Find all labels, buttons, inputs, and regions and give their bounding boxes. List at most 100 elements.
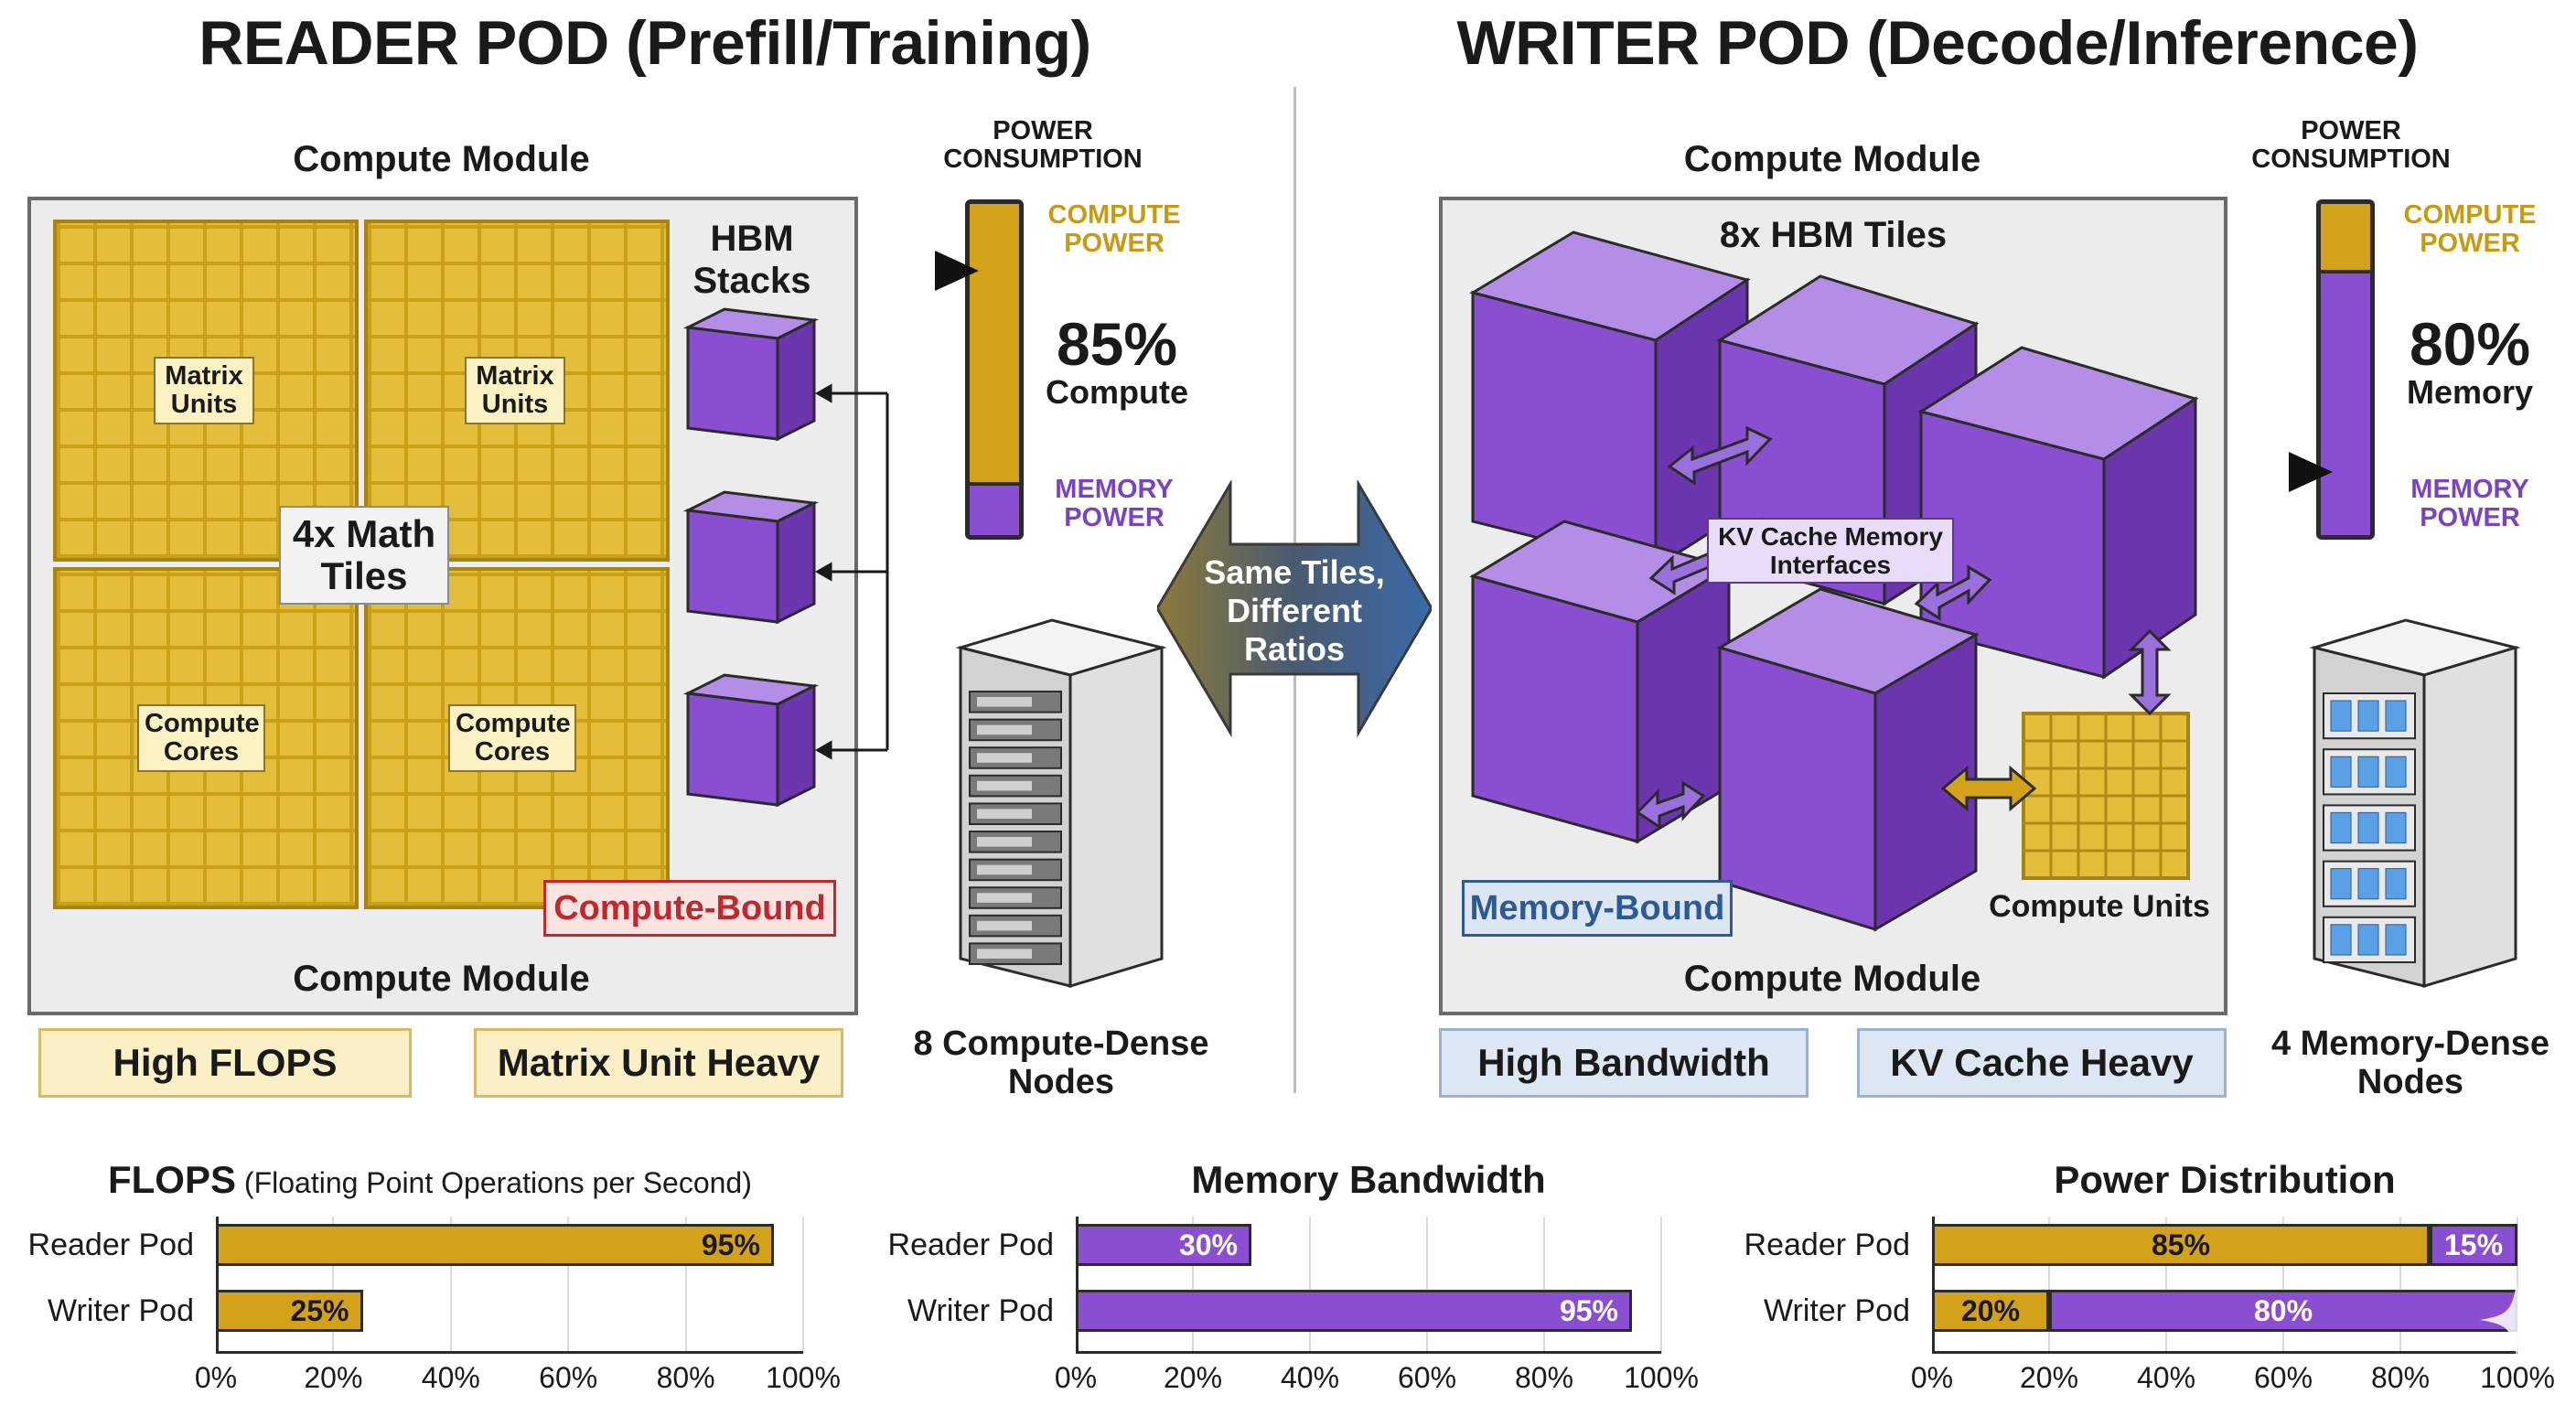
memory-dense-rack-icon <box>2309 618 2521 989</box>
chart-gridline <box>2282 1217 2284 1354</box>
chart-category-label: Reader Pod <box>27 1228 194 1262</box>
reader-power-percent: 85% <box>1056 310 1178 378</box>
chart-data-label: 15% <box>2443 1228 2504 1261</box>
chart-gridline <box>1309 1217 1311 1354</box>
chart-bar: 85% <box>1932 1224 2430 1266</box>
chart-axes <box>1932 1217 2517 1354</box>
writer-module-label-top: Compute Module <box>1683 139 1981 179</box>
chart-tick-label: 40% <box>2136 1361 2196 1394</box>
chart-gridline <box>1426 1217 1428 1354</box>
chart-tick-label: 0% <box>194 1361 238 1394</box>
memory-module <box>2330 924 2352 956</box>
chart-category-label: Writer Pod <box>1764 1293 1910 1328</box>
reader-pod-title: READER POD (Prefill/Training) <box>199 8 1091 78</box>
compute-units-tile <box>2022 712 2190 880</box>
hbm-stacks-graphic <box>682 307 889 808</box>
memory-module <box>2385 868 2407 900</box>
chart-gridline <box>2048 1217 2050 1354</box>
chart-tick-label: 60% <box>2253 1361 2313 1394</box>
rack-unit-light <box>977 837 1032 847</box>
chart-tick-label: 60% <box>539 1361 598 1394</box>
reader-compute-power-fill <box>970 204 1019 486</box>
chart-tick-label: 100% <box>766 1361 841 1394</box>
high-bandwidth-tag: High Bandwidth <box>1439 1028 1809 1098</box>
writer-memory-power-fill <box>2321 270 2370 535</box>
chart-gridline <box>2399 1217 2401 1354</box>
writer-power-percent-label: Memory <box>2406 373 2534 411</box>
chart-tick-label: 100% <box>1624 1361 1699 1394</box>
chart-gridline <box>332 1217 335 1354</box>
hbm-stacks-label: HBM Stacks <box>692 219 811 301</box>
memory-module <box>2357 868 2379 900</box>
writer-pod-title: WRITER POD (Decode/Inference) <box>1456 8 2420 78</box>
writer-nodes-caption: 4 Memory-Dense Nodes <box>2270 1024 2550 1101</box>
writer-compute-power-label: COMPUTE POWER <box>2403 200 2537 258</box>
writer-power-percent: 80% <box>2409 310 2531 378</box>
chart-tick-label: 0% <box>1910 1361 1954 1394</box>
memory-module <box>2330 868 2352 900</box>
kv-link-arrow-3 <box>1914 564 1992 621</box>
high-flops-tag: High FLOPS <box>38 1028 412 1098</box>
compute-cores-label-2: Compute Cores <box>448 704 576 772</box>
double-arrow-icon <box>1157 480 1432 738</box>
hbm-tiles-label: 8x HBM Tiles <box>1719 215 1948 255</box>
chart-data-label: 80% <box>2253 1293 2313 1327</box>
chart-tick-label: 20% <box>2019 1361 2079 1394</box>
hbm-stack-1 <box>682 307 820 442</box>
memory-module <box>2330 811 2352 844</box>
hbm-tile-3 <box>1917 346 2199 680</box>
chart-category-label: Writer Pod <box>907 1293 1054 1328</box>
reader-module-label-top: Compute Module <box>293 139 590 179</box>
hbm-tile-1 <box>1469 231 1751 570</box>
chart-tick-label: 40% <box>421 1361 480 1394</box>
reader-power-header: POWER CONSUMPTION <box>943 116 1143 174</box>
chart-tick-label: 40% <box>1280 1361 1340 1394</box>
chart-gridline <box>2517 1217 2518 1354</box>
chart-gridline <box>567 1217 570 1354</box>
compute-dense-rack-icon <box>955 618 1167 989</box>
chart-category-label: Writer Pod <box>48 1293 194 1328</box>
memory-module <box>2385 811 2407 844</box>
same-tiles-label: Same Tiles, Different Ratios <box>1204 553 1385 668</box>
chart-gridline <box>1660 1217 1662 1354</box>
chart-title: FLOPS (Floating Point Operations per Sec… <box>108 1158 752 1202</box>
rack-unit-light <box>977 864 1032 875</box>
chart-tick-label: 100% <box>2480 1361 2555 1394</box>
chart-data-label: 85% <box>2151 1228 2211 1261</box>
chart-title: Power Distribution <box>2054 1158 2396 1201</box>
math-tile-3 <box>53 567 359 909</box>
memory-module <box>2385 700 2407 732</box>
chart-gridline <box>684 1217 687 1354</box>
chart-axes <box>216 1217 803 1354</box>
kv-cache-label: KV Cache Memory Interfaces <box>1707 518 1954 584</box>
chart-tick-label: 80% <box>1514 1361 1574 1394</box>
memory-module <box>2357 924 2379 956</box>
chart-gridline <box>2165 1217 2167 1354</box>
memory-bound-badge: Memory-Bound <box>1462 880 1733 937</box>
chart-tick-label: 0% <box>1054 1361 1098 1394</box>
hbm-stack-2 <box>682 490 820 625</box>
hbm-tile-5 <box>1716 587 1980 932</box>
hbm-tile-4 <box>1469 520 1733 844</box>
chart-tick-label: 80% <box>2370 1361 2431 1394</box>
chart-gridline <box>802 1217 804 1354</box>
matrix-unit-heavy-tag: Matrix Unit Heavy <box>474 1028 843 1098</box>
chart-gridline <box>1192 1217 1194 1354</box>
hbm-tiles-graphic <box>1469 231 2199 932</box>
reader-module-label-bottom: Compute Module <box>293 959 590 999</box>
reader-power-percent-label: Compute <box>1046 373 1188 411</box>
rack-unit-light <box>977 809 1032 819</box>
chart-data-label: 95% <box>1559 1293 1618 1327</box>
kv-link-arrow-4 <box>1635 780 1706 830</box>
matrix-units-label-2: Matrix Units <box>465 357 565 424</box>
chart-category-label: Reader Pod <box>887 1228 1054 1262</box>
chart-tick-label: 60% <box>1397 1361 1457 1394</box>
writer-gauge-pointer <box>2289 452 2333 492</box>
memory-module <box>2385 756 2407 788</box>
chart-data-label: 95% <box>701 1228 760 1261</box>
reader-memory-power-label: MEMORY POWER <box>1055 475 1174 532</box>
sparkle-icon <box>2480 1283 2553 1357</box>
memory-module <box>2357 700 2379 732</box>
chart-tick-label: 20% <box>304 1361 363 1394</box>
hbm-link-arrows <box>814 383 889 760</box>
